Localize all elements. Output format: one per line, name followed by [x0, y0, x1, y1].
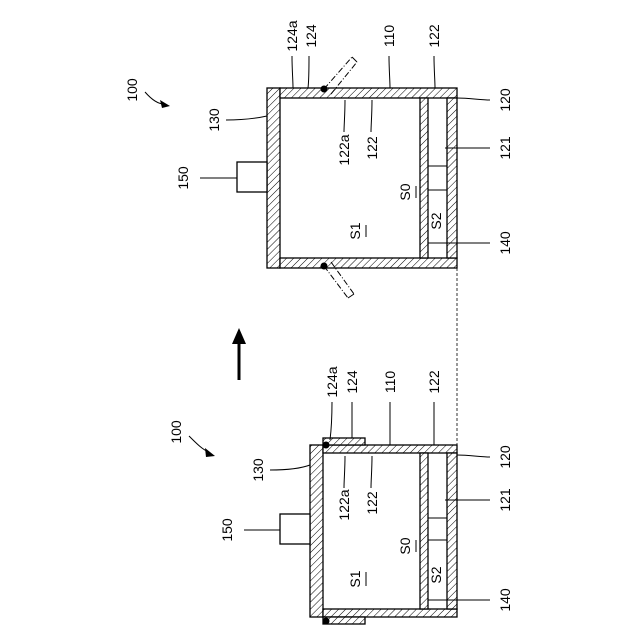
label-top-130: 130 — [206, 108, 222, 132]
bottom-leader-130 — [270, 465, 310, 470]
bottom-leader-124a — [330, 402, 332, 440]
state-transition-arrow — [232, 328, 246, 380]
top-leader-130 — [226, 116, 267, 120]
top-leader-124a — [292, 56, 293, 88]
label-top-110: 110 — [381, 25, 397, 48]
bottom-wall-130 — [310, 445, 323, 617]
top-wall-bottom — [280, 258, 457, 268]
bottom-partition-140 — [420, 453, 428, 609]
top-wall-110 — [280, 88, 457, 98]
bottom-wall-120 — [447, 453, 457, 609]
bottom-arrow-100-head — [205, 448, 215, 457]
top-leader-120 — [457, 98, 490, 100]
top-leader-122a — [344, 100, 345, 132]
label-bottom-150: 150 — [219, 518, 235, 542]
label-top-124: 124 — [303, 24, 319, 48]
label-top-120: 120 — [497, 88, 513, 112]
label-top-140: 140 — [497, 231, 513, 255]
label-top-150: 150 — [175, 166, 191, 190]
bottom-leader-120 — [457, 455, 490, 457]
label-bottom-s0: S0 — [397, 537, 413, 554]
top-partition-140 — [420, 98, 428, 258]
top-leader-110 — [389, 56, 390, 88]
label-bottom-121: 121 — [497, 488, 513, 512]
top-arrow-100-head — [160, 100, 170, 108]
bottom-leader-122b — [371, 456, 372, 488]
label-top-s1: S1 — [347, 222, 363, 239]
bottom-port-150 — [280, 514, 310, 544]
label-top-122a: 122a — [336, 134, 352, 165]
label-bottom-122a: 122a — [336, 489, 352, 520]
label-top-s2: S2 — [428, 212, 444, 229]
label-bottom-122-outer: 122 — [426, 370, 442, 394]
bottom-wall-bottom — [323, 609, 457, 617]
label-bottom-140: 140 — [497, 588, 513, 612]
label-top-100: 100 — [124, 78, 140, 102]
bottom-hinge-lower — [323, 618, 330, 625]
label-bottom-124: 124 — [344, 370, 360, 394]
bottom-leader-122a — [344, 456, 345, 488]
label-bottom-110: 110 — [382, 371, 398, 394]
label-top-124a: 124a — [284, 20, 300, 51]
label-top-s0: S0 — [397, 183, 413, 200]
top-leader-122b — [371, 100, 372, 132]
label-top-122-outer: 122 — [426, 24, 442, 48]
label-top-121: 121 — [497, 136, 513, 160]
label-bottom-120: 120 — [497, 445, 513, 469]
top-port-150 — [237, 162, 267, 192]
top-wall-130 — [267, 88, 280, 268]
label-bottom-122-inner: 122 — [364, 491, 380, 515]
device-top — [200, 56, 490, 298]
label-top-122-inner: 122 — [364, 136, 380, 160]
label-bottom-130: 130 — [250, 458, 266, 482]
top-wall-120 — [447, 98, 457, 258]
label-bottom-124a: 124a — [324, 366, 340, 397]
label-bottom-100: 100 — [168, 420, 184, 444]
top-leader-124 — [308, 56, 309, 88]
label-bottom-s2: S2 — [428, 566, 444, 583]
bottom-wall-110 — [323, 445, 457, 453]
bottom-hinge-upper — [323, 442, 330, 449]
top-leader-122 — [434, 56, 435, 88]
label-bottom-s1: S1 — [347, 570, 363, 587]
